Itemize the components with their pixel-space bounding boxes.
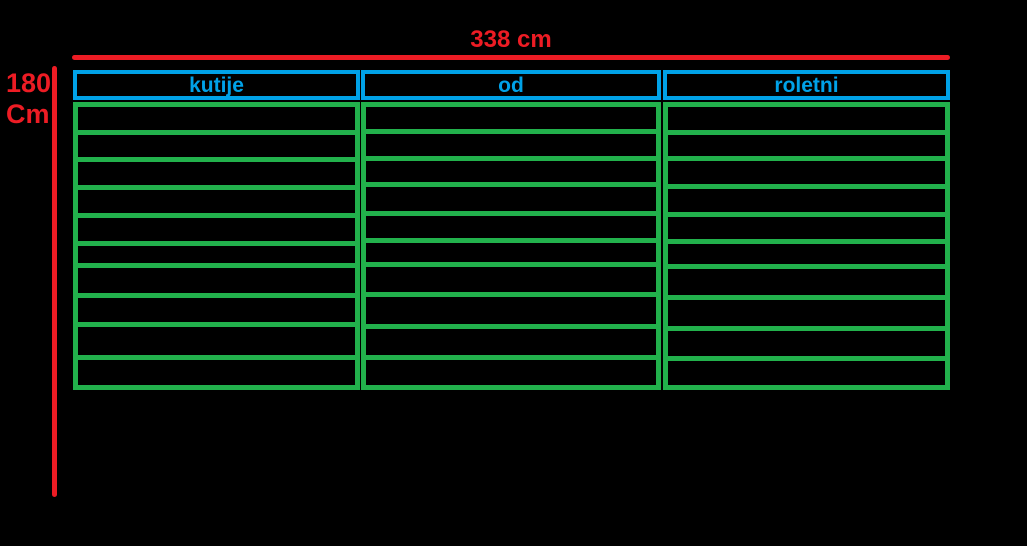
slat: [668, 361, 945, 385]
slat: [668, 269, 945, 300]
slat-box: [73, 102, 360, 390]
slat: [78, 107, 355, 136]
slat: [668, 300, 945, 331]
slat: [366, 243, 656, 268]
slat: [366, 187, 656, 216]
slat: [78, 162, 355, 191]
shutter-column: od: [361, 70, 661, 392]
column-header-label: od: [498, 73, 524, 97]
column-header: od: [361, 70, 661, 100]
slat: [668, 161, 945, 189]
slat: [668, 135, 945, 162]
slat: [668, 189, 945, 218]
slat: [366, 216, 656, 244]
slat: [78, 298, 355, 327]
slat: [366, 161, 656, 188]
slat: [78, 327, 355, 360]
height-dimension-value: 180: [6, 68, 52, 98]
slat: [78, 218, 355, 246]
shutter-column: roletni: [663, 70, 950, 392]
width-dimension-label: 338 cm: [470, 26, 552, 53]
slat: [78, 135, 355, 163]
slat-box: [663, 102, 950, 390]
slat: [366, 267, 656, 297]
slat: [78, 268, 355, 298]
column-header-label: kutije: [189, 73, 244, 97]
slat: [366, 107, 656, 135]
column-header: kutije: [73, 70, 360, 100]
slat: [668, 217, 945, 244]
slat: [78, 360, 355, 385]
slat: [78, 190, 355, 218]
height-dimension-line: [52, 66, 57, 497]
slat: [668, 107, 945, 135]
slat: [366, 297, 656, 329]
slat: [78, 246, 355, 269]
width-dimension-line: [72, 55, 950, 60]
shutter-column: kutije: [73, 70, 360, 392]
height-dimension-label: 180 Cm: [6, 68, 51, 130]
slat-box: [361, 102, 661, 390]
slat: [668, 331, 945, 362]
height-dimension-unit: Cm: [6, 99, 50, 129]
slat: [366, 134, 656, 161]
slat: [366, 329, 656, 361]
slat: [366, 360, 656, 385]
column-header-label: roletni: [774, 73, 839, 97]
slat: [668, 244, 945, 270]
column-header: roletni: [663, 70, 950, 100]
